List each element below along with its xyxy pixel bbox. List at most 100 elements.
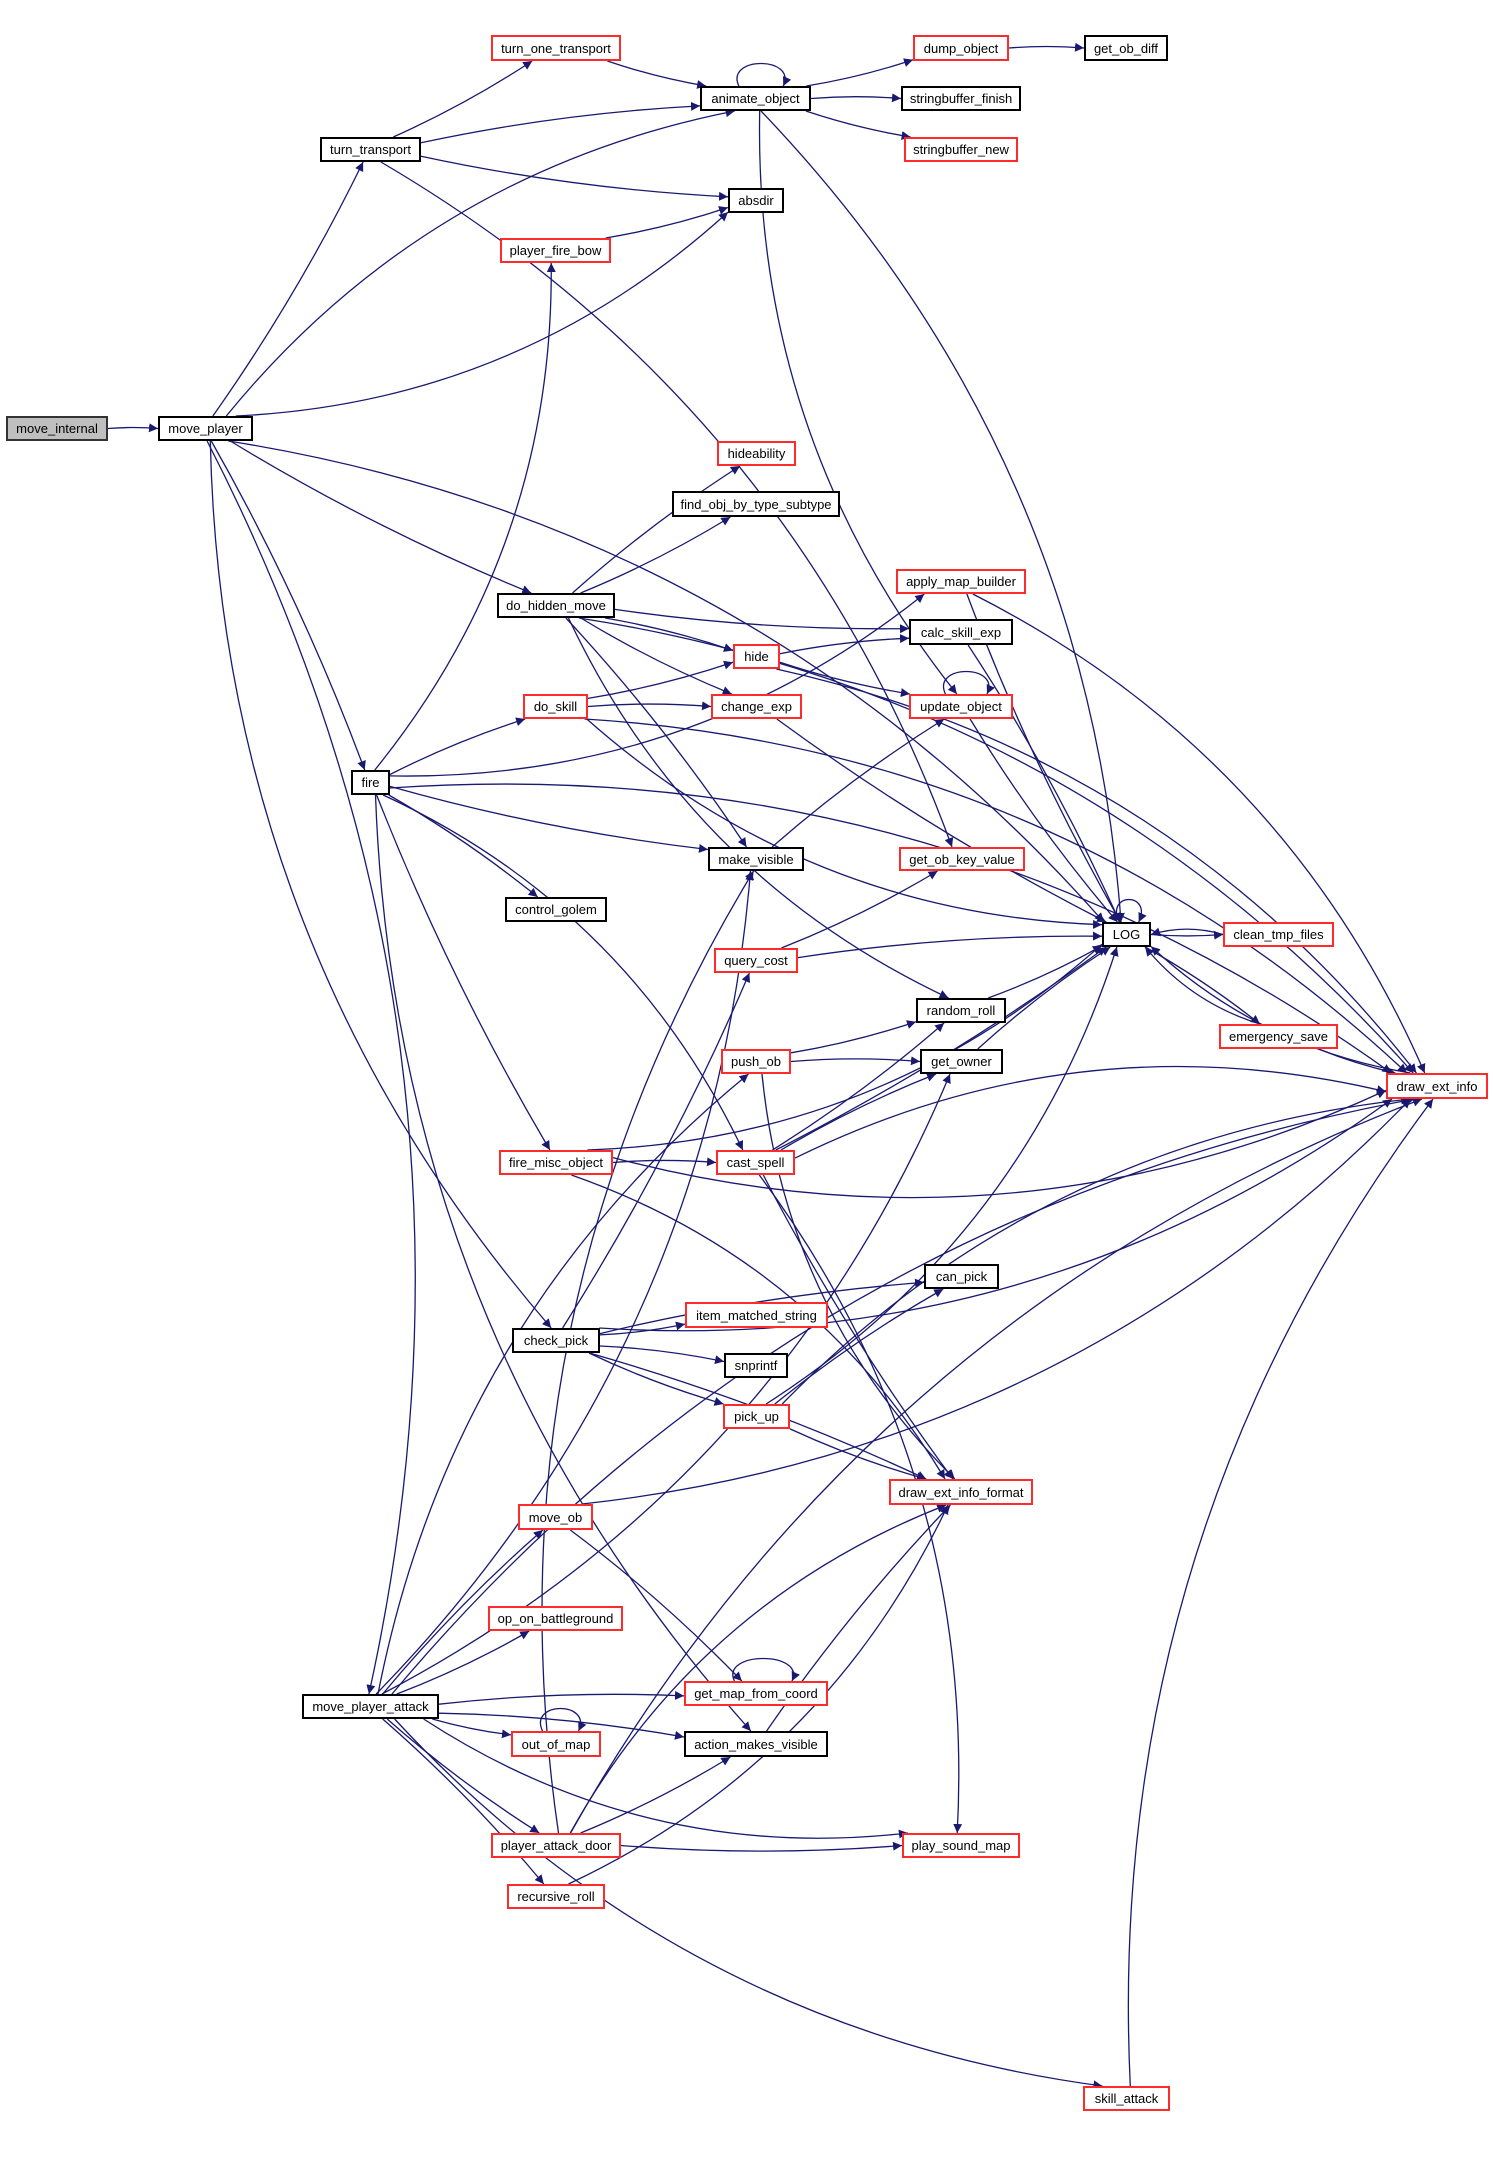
edge-do-skill-to-hide <box>587 660 734 700</box>
node-label: make_visible <box>718 851 794 867</box>
node-label: change_exp <box>721 699 792 714</box>
node-check-pick[interactable]: check_pick <box>512 1328 600 1353</box>
node-out-of-map[interactable]: out_of_map <box>511 1731 601 1757</box>
node-draw-ext-info-format[interactable]: draw_ext_info_format <box>889 1479 1033 1505</box>
node-dump-object[interactable]: dump_object <box>913 35 1009 61</box>
edge-move-player-to-move-player-attack <box>206 440 416 1695</box>
node-get-map-from-coord[interactable]: get_map_from_coord <box>684 1681 828 1706</box>
edge-move-player-attack-to-get-map-from-coord <box>438 1690 685 1705</box>
node-log[interactable]: LOG <box>1102 922 1151 947</box>
node-label: get_ob_diff <box>1093 40 1159 56</box>
edge-turn-transport-to-animate-object <box>420 101 701 144</box>
node-draw-ext-info[interactable]: draw_ext_info <box>1386 1073 1488 1099</box>
node-fire-misc-object[interactable]: fire_misc_object <box>499 1150 613 1175</box>
edge-do-skill-to-log <box>586 718 1103 929</box>
node-move-player[interactable]: move_player <box>158 416 253 441</box>
node-get-owner[interactable]: get_owner <box>920 1049 1003 1074</box>
edge-fire-to-control-golem <box>388 794 539 898</box>
edge-update-object-to-update-object <box>942 670 995 695</box>
node-label: player_attack_door <box>500 1838 612 1853</box>
edge-dump-object-to-get-ob-diff <box>1008 42 1085 52</box>
node-clean-tmp-files[interactable]: clean_tmp_files <box>1223 922 1334 947</box>
node-stringbuffer-finish[interactable]: stringbuffer_finish <box>901 86 1021 111</box>
node-label: move_player_attack <box>312 1699 429 1714</box>
edge-check-pick-to-query-cost <box>562 972 750 1329</box>
node-apply-map-builder[interactable]: apply_map_builder <box>896 569 1026 594</box>
edge-check-pick-to-draw-ext-info <box>599 1098 1393 1332</box>
node-random-roll[interactable]: random_roll <box>916 998 1006 1023</box>
node-change-exp[interactable]: change_exp <box>711 694 802 719</box>
node-make-visible[interactable]: make_visible <box>708 847 804 871</box>
edge-move-ob-to-draw-ext-info <box>582 1098 1411 1505</box>
node-calc-skill-exp[interactable]: calc_skill_exp <box>909 619 1013 645</box>
node-player-attack-door[interactable]: player_attack_door <box>491 1833 621 1858</box>
edge-cast-spell-to-get-owner <box>780 1073 937 1151</box>
node-label: calc_skill_exp <box>920 624 1002 640</box>
node-cast-spell[interactable]: cast_spell <box>716 1150 795 1175</box>
node-label: random_roll <box>926 1003 996 1018</box>
node-absdir[interactable]: absdir <box>728 188 784 213</box>
node-label: op_on_battleground <box>497 1611 614 1626</box>
node-do-hidden-move[interactable]: do_hidden_move <box>497 593 615 618</box>
node-skill-attack[interactable]: skill_attack <box>1083 2086 1170 2111</box>
edge-move-player-attack-to-skill-attack <box>394 1718 1103 2090</box>
node-snprintf[interactable]: snprintf <box>724 1353 788 1378</box>
node-label: player_fire_bow <box>509 243 602 258</box>
edge-do-hidden-move-to-random-roll <box>567 617 949 999</box>
edge-turn-one-transport-to-animate-object <box>607 60 707 89</box>
node-find-obj-by-type-subtype[interactable]: find_obj_by_type_subtype <box>672 491 840 517</box>
node-turn-one-transport[interactable]: turn_one_transport <box>491 35 621 61</box>
node-label: get_map_from_coord <box>694 1686 818 1701</box>
node-item-matched-string[interactable]: item_matched_string <box>685 1302 828 1328</box>
edge-do-hidden-move-to-hideability <box>572 465 741 594</box>
node-stringbuffer-new[interactable]: stringbuffer_new <box>904 137 1018 162</box>
node-label: play_sound_map <box>911 1838 1011 1853</box>
edge-clean-tmp-files-to-log <box>1150 927 1224 937</box>
node-move-player-attack[interactable]: move_player_attack <box>302 1694 439 1719</box>
edge-do-hidden-move-to-change-exp <box>580 617 732 695</box>
node-label: do_hidden_move <box>506 598 606 613</box>
node-query-cost[interactable]: query_cost <box>714 948 798 973</box>
node-label: find_obj_by_type_subtype <box>680 496 832 512</box>
edge-move-player-attack-to-push-ob <box>377 1073 749 1695</box>
edge-move-ob-to-get-map-from-coord <box>569 1529 743 1682</box>
node-label: push_ob <box>731 1054 781 1069</box>
node-action-makes-visible[interactable]: action_makes_visible <box>684 1731 828 1757</box>
node-push-ob[interactable]: push_ob <box>721 1049 791 1074</box>
node-label: stringbuffer_new <box>913 142 1009 157</box>
node-label: snprintf <box>734 1358 778 1373</box>
node-turn-transport[interactable]: turn_transport <box>320 137 421 162</box>
node-label: get_owner <box>931 1054 992 1069</box>
node-move-ob[interactable]: move_ob <box>518 1504 593 1530</box>
edge-check-pick-to-snprintf <box>599 1345 725 1365</box>
node-emergency-save[interactable]: emergency_save <box>1219 1024 1338 1049</box>
edge-random-roll-to-log <box>987 945 1103 999</box>
edge-get-map-from-coord-to-get-map-from-coord <box>732 1657 800 1682</box>
node-label: move_player <box>168 421 243 436</box>
node-player-fire-bow[interactable]: player_fire_bow <box>500 238 611 263</box>
edge-check-pick-to-item-matched-string <box>599 1321 686 1336</box>
node-op-on-battleground[interactable]: op_on_battleground <box>488 1606 623 1631</box>
node-label: LOG <box>1112 927 1141 942</box>
node-hide[interactable]: hide <box>733 644 780 669</box>
node-play-sound-map[interactable]: play_sound_map <box>902 1833 1020 1858</box>
node-animate-object[interactable]: animate_object <box>700 86 811 111</box>
node-control-golem[interactable]: control_golem <box>505 897 607 922</box>
node-get-ob-diff[interactable]: get_ob_diff <box>1084 35 1168 61</box>
node-fire[interactable]: fire <box>351 770 390 795</box>
edge-animate-object-to-stringbuffer-finish <box>810 93 902 103</box>
edge-fire-to-cast-spell <box>382 794 744 1151</box>
node-can-pick[interactable]: can_pick <box>924 1264 999 1289</box>
node-hideability[interactable]: hideability <box>717 441 796 466</box>
node-get-ob-key-value[interactable]: get_ob_key_value <box>899 847 1025 871</box>
node-label: absdir <box>738 193 774 208</box>
node-label: cast_spell <box>726 1155 785 1170</box>
edge-do-hidden-move-to-find-obj-by-type-subtype <box>580 516 731 594</box>
node-move-internal[interactable]: move_internal <box>6 416 108 441</box>
node-do-skill[interactable]: do_skill <box>523 694 588 719</box>
node-pick-up[interactable]: pick_up <box>723 1404 790 1429</box>
edge-player-attack-door-to-draw-ext-info-format <box>569 1504 947 1834</box>
edge-emergency-save-to-log <box>1144 946 1261 1025</box>
node-recursive-roll[interactable]: recursive_roll <box>507 1884 605 1909</box>
node-update-object[interactable]: update_object <box>909 694 1013 719</box>
